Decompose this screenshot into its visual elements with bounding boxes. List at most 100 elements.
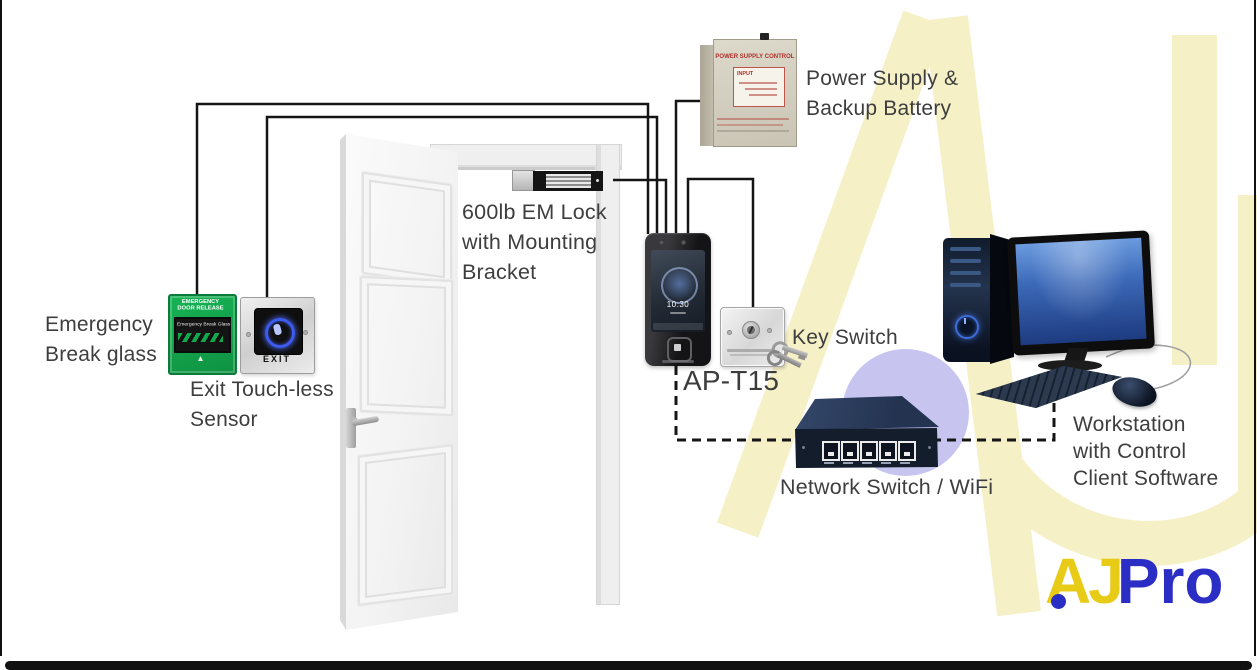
camera-dot-icon <box>659 240 664 245</box>
monitor-stand-base <box>1038 360 1102 371</box>
terminal-screen-time: 10:30 <box>666 300 690 309</box>
label-line: Sensor <box>190 408 258 431</box>
label-line: 600lb EM Lock <box>462 200 607 224</box>
label-emergency-break-glass: Emergency Break glass <box>45 310 157 370</box>
pc-tower-front <box>943 238 990 362</box>
ethernet-port-icon <box>898 441 916 461</box>
label-line: Power Supply & <box>806 67 959 90</box>
key-switch-engraving <box>730 354 772 356</box>
label-key-switch: Key Switch <box>792 326 898 349</box>
break-glass-arrow-strip <box>178 333 223 342</box>
port-label <box>862 462 872 464</box>
key-teeth-icon <box>797 354 806 361</box>
monitor-screen <box>1015 237 1147 346</box>
camera-dot-icon <box>681 240 686 245</box>
label-line: Client Software <box>1073 467 1219 490</box>
port-label <box>900 462 910 464</box>
terminal-brand-mark <box>662 360 694 363</box>
terminal-screen-subline <box>670 312 686 314</box>
screw-icon <box>928 446 931 449</box>
power-box-side <box>700 45 713 146</box>
door-handle-plate <box>346 408 356 448</box>
power-button-tick <box>964 318 966 324</box>
label-line: with Mounting <box>462 230 598 254</box>
face-scan-ring-icon <box>661 267 698 304</box>
watermark-j-stem <box>1172 35 1217 365</box>
power-box-fine-print <box>717 124 783 126</box>
exit-sensor-text: EXIT <box>262 354 291 364</box>
power-box-spec-label <box>733 67 785 107</box>
wire-power-supply <box>674 99 703 234</box>
break-glass-arrow-icon <box>198 356 203 361</box>
power-box-spec-line <box>745 88 777 90</box>
label-line: with Control <box>1073 440 1187 463</box>
wire-em-lock <box>613 178 668 234</box>
label-line: Backup Battery <box>806 97 952 120</box>
wire-emergency-break-glass <box>195 102 650 295</box>
power-box-spec-line <box>749 94 777 96</box>
power-box-terminal <box>760 33 769 40</box>
terminal-screen-dock <box>653 323 703 330</box>
power-box-fine-print <box>717 130 789 132</box>
tower-vent <box>950 283 981 287</box>
tower-vent <box>950 247 981 251</box>
screw-icon <box>727 330 732 335</box>
door-edge-face <box>340 134 346 630</box>
label-line: Emergency <box>45 313 154 336</box>
power-button-icon <box>955 315 979 339</box>
tower-vent <box>950 271 981 275</box>
ajpro-logo: AJ Pro <box>1045 541 1225 625</box>
screw-icon <box>303 330 308 335</box>
sensor-glow-ring-icon <box>265 318 295 348</box>
page-border-right <box>1254 0 1256 656</box>
label-network-switch: Network Switch / WiFi <box>780 475 994 499</box>
wire-exit-sensor <box>265 115 659 298</box>
ethernet-port-icon <box>879 441 897 461</box>
power-box-input-text: INPUT <box>737 70 754 76</box>
label-em-lock: 600lb EM Lock with Mounting Bracket <box>462 197 607 287</box>
em-lock-mounting-rail <box>455 167 595 170</box>
ethernet-port-icon <box>841 441 859 461</box>
break-glass-header-line2: DOOR RELEASE <box>177 304 224 312</box>
em-lock-screw <box>596 179 599 182</box>
label-ap-t15: AP-T15 <box>683 365 780 396</box>
label-line: Bracket <box>462 260 537 284</box>
screw-icon <box>767 328 772 333</box>
port-label <box>843 462 853 464</box>
ethernet-port-icon <box>860 441 878 461</box>
label-exit-sensor: Exit Touch-less Sensor <box>190 375 334 435</box>
label-line: Exit Touch-less <box>190 378 334 401</box>
power-box-spec-line <box>739 82 777 84</box>
label-line: Break glass <box>45 343 157 366</box>
terminal-card-reader-icon <box>674 344 681 351</box>
mouse-cable <box>1105 344 1192 391</box>
screw-icon <box>246 332 251 337</box>
port-label <box>881 462 891 464</box>
port-label <box>824 462 834 464</box>
watermark-right-edge <box>1238 195 1257 505</box>
page-border-bottom <box>5 661 1252 670</box>
em-lock-magnet-stripes <box>546 174 591 188</box>
door-face <box>346 134 458 630</box>
monitor <box>1007 230 1155 356</box>
ethernet-port-icon <box>822 441 840 461</box>
screw-icon <box>802 446 805 449</box>
key-switch-engraving <box>727 349 775 352</box>
logo-text-aj: AJ <box>1045 545 1124 617</box>
label-power-supply: Power Supply & Backup Battery <box>806 64 958 124</box>
door-leaf <box>340 128 466 640</box>
break-glass-window-text: Emergency Break Glass <box>177 321 231 327</box>
break-glass-header-line1: EMERGENCY <box>181 298 220 305</box>
label-workstation: Workstation with Control Client Software <box>1073 411 1218 492</box>
power-box-title: POWER SUPPLY CONTROL <box>715 53 795 60</box>
tower-vent <box>950 259 981 263</box>
wire-key-switch <box>686 177 755 309</box>
door-frame-lintel <box>430 144 622 170</box>
logo-dot-icon <box>1051 594 1066 609</box>
door-frame-jamb <box>596 144 620 605</box>
page-border-left <box>0 0 2 656</box>
label-line: Workstation <box>1073 413 1186 436</box>
power-box-fine-print <box>717 118 789 120</box>
logo-text-pro: Pro <box>1116 545 1224 617</box>
